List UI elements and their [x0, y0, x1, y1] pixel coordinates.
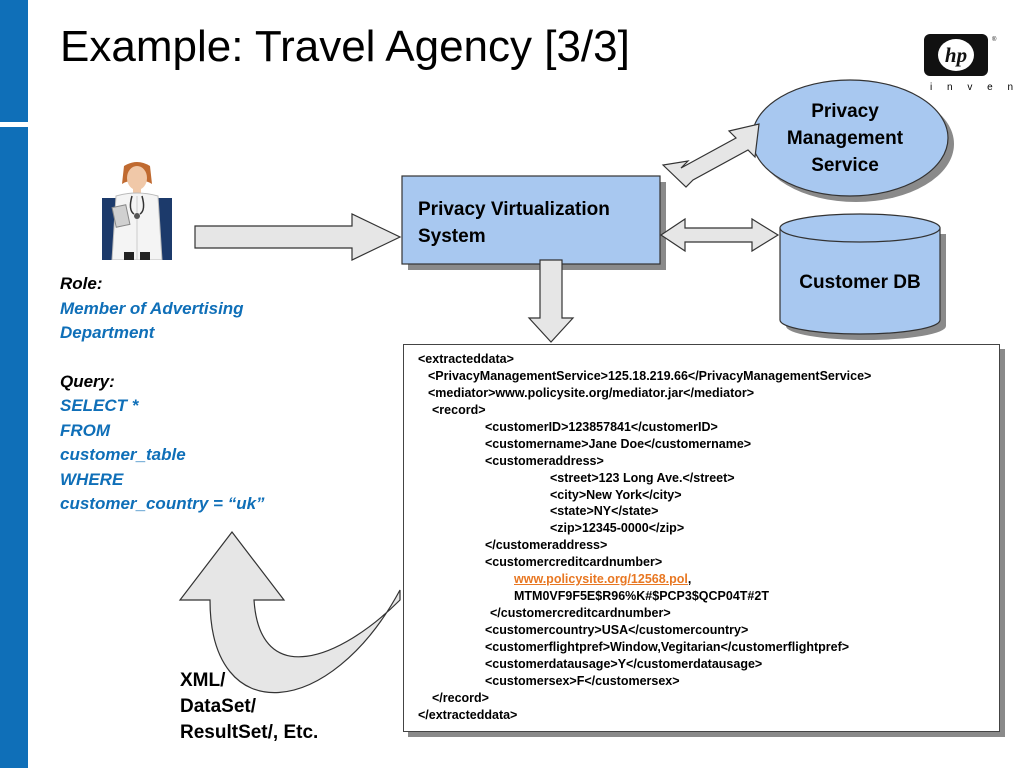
xml-line: MTM0VF9F5E$R96%K#$PCP3$QCP04T#2T — [514, 589, 769, 604]
query-line: WHERE — [60, 469, 124, 489]
xml-line: <street>123 Long Ave.</street> — [550, 470, 735, 485]
pms-node-label: Privacy Management Service — [760, 98, 930, 179]
user-to-pvs-arrow — [194, 213, 402, 261]
pms-label-line1: Privacy — [811, 101, 879, 122]
role-label: Role: — [60, 274, 103, 293]
return-label-line1: XML/ — [180, 670, 226, 691]
role-value-line2: Department — [60, 323, 155, 342]
xml-line: <extracteddata> — [418, 352, 514, 366]
side-bar-divider — [0, 122, 28, 127]
return-curved-arrow — [178, 531, 401, 694]
accent-side-bar — [0, 0, 28, 768]
pvs-db-double-arrow — [659, 217, 780, 253]
xml-line: <customercountry>USA</customercountry> — [485, 623, 749, 637]
hp-logo-mark: hp ® — [924, 34, 997, 76]
query-line: FROM — [60, 420, 111, 440]
xml-line: <PrivacyManagementService>125.18.219.66<… — [428, 368, 872, 383]
xml-line: </record> — [432, 690, 489, 705]
role-value-line1: Member of Advertising — [60, 298, 244, 318]
policy-link[interactable]: www.policysite.org/12568.pol — [514, 572, 688, 587]
xml-line: <zip>12345-0000</zip> — [550, 521, 685, 536]
query-label: Query: — [60, 371, 115, 391]
query-line: customer_table — [60, 445, 186, 464]
db-cylinder-top — [779, 213, 941, 243]
extracted-xml-box: <extracteddata> <PrivacyManagementServic… — [403, 344, 1000, 732]
query-line: customer_country = “uk” — [60, 494, 265, 513]
pvs-label-line2: System — [418, 226, 486, 247]
db-node-label: Customer DB — [799, 272, 921, 293]
xml-line: </extracteddata> — [418, 707, 518, 722]
xml-line: <customername>Jane Doe</customername> — [485, 436, 752, 451]
xml-line: <customerdatausage>Y</customerdatausage> — [485, 656, 763, 671]
hp-logo: hp ® i n v e n t — [922, 32, 1024, 96]
pvs-to-xml-arrow — [527, 259, 575, 343]
xml-line: </customeraddress> — [485, 538, 608, 553]
hp-logo-text: hp — [945, 43, 967, 67]
db-cylinder-body — [779, 227, 941, 335]
xml-line: <customercreditcardnumber> — [485, 555, 663, 570]
xml-link-suffix: , — [687, 572, 692, 587]
pvs-box — [401, 175, 661, 265]
doctor-figure-image — [102, 162, 172, 260]
xml-line: <state>NY</state> — [550, 504, 659, 519]
xml-content: <extracteddata> <PrivacyManagementServic… — [418, 351, 871, 724]
xml-line: <customersex>F</customersex> — [485, 673, 680, 688]
xml-line: <record> — [432, 402, 486, 417]
xml-line: </customercreditcardnumber> — [490, 606, 671, 621]
return-label-line2: DataSet/ — [180, 696, 257, 717]
role-query-panel: Role: Member of Advertising Department Q… — [60, 272, 265, 517]
xml-line: <customeraddress> — [485, 453, 604, 468]
return-label-line3: ResultSet/, Etc. — [180, 722, 319, 743]
pvs-pms-double-arrow — [661, 123, 760, 188]
xml-line: <customerID>123857841</customerID> — [485, 419, 718, 434]
pms-label-line2: Management — [786, 128, 904, 149]
return-format-label: XML/ DataSet/ ResultSet/, Etc. — [180, 668, 318, 746]
xml-line: <city>New York</city> — [550, 487, 682, 502]
xml-line: <mediator>www.policysite.org/mediator.ja… — [428, 385, 755, 400]
svg-text:®: ® — [992, 36, 997, 43]
pvs-node-label: Privacy Virtualization System — [418, 196, 656, 250]
xml-line-link: www.policysite.org/12568.pol, — [418, 571, 871, 588]
pvs-label-line1: Privacy Virtualization — [418, 199, 610, 220]
slide-title: Example: Travel Agency [3/3] — [60, 22, 630, 71]
hp-logo-tagline: i n v e n t — [930, 82, 1024, 93]
xml-line: <customerflightpref>Window,Vegitarian</c… — [485, 639, 850, 654]
pms-label-line3: Service — [811, 155, 879, 176]
query-line: SELECT * — [60, 396, 139, 415]
